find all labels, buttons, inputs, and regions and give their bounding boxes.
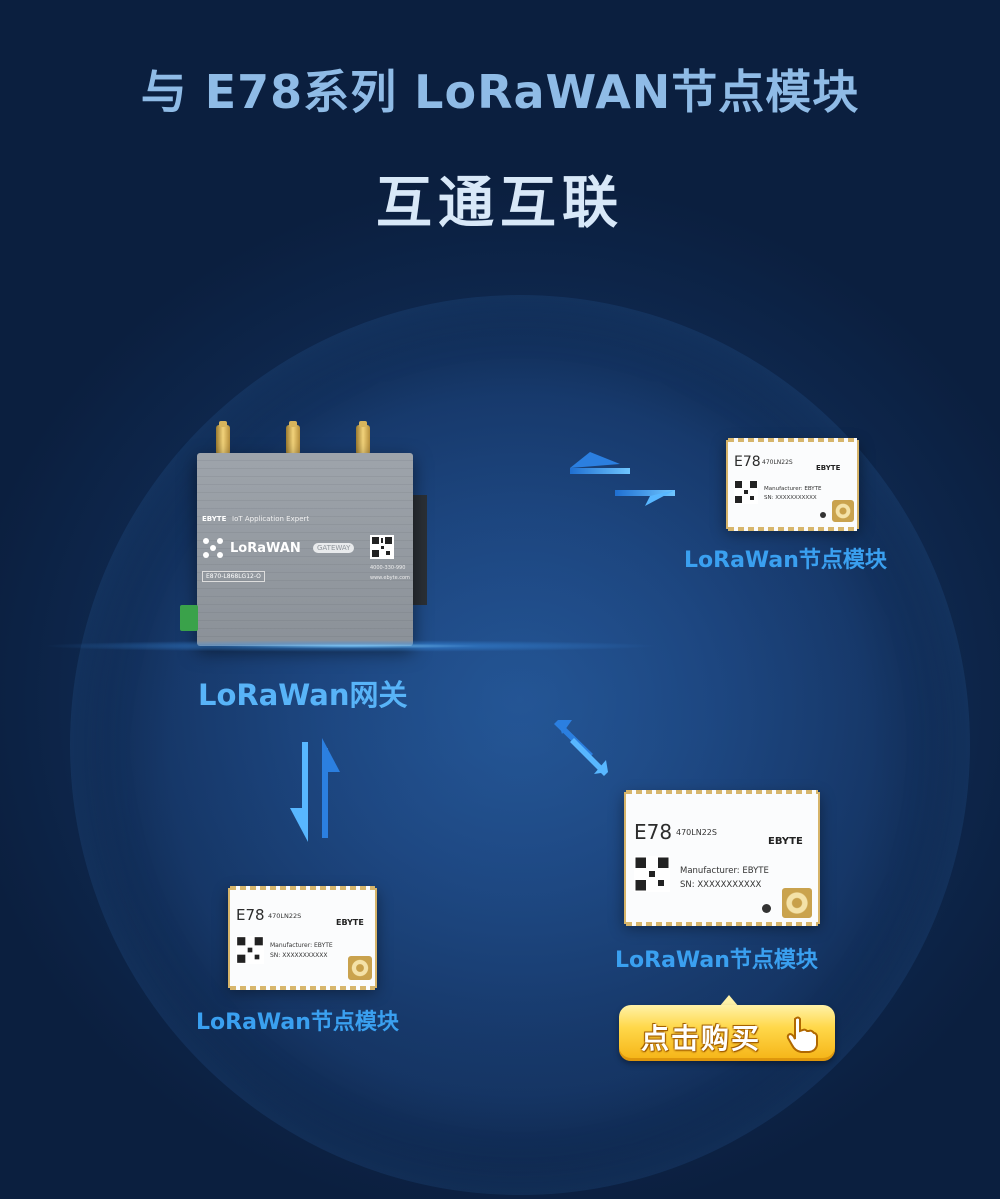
lorawan-gateway-device: EBYTE IoT Application Expert LoRaWAN GAT… [180,421,440,647]
arrow-exchange-icon [290,738,340,842]
antenna-connector-icon [832,500,854,522]
qr-code-icon [734,480,758,504]
antenna-connector-icon [782,888,812,918]
qr-code-icon [370,535,394,559]
button-tip [719,995,739,1007]
buy-button-label: 点击购买 [641,1022,762,1055]
module-manufacturer: Manufacturer: EBYTE [270,942,333,949]
module-brand: EBYTE [768,836,803,847]
module-brand: EBYTE [336,918,364,927]
qr-code-icon [634,856,670,892]
gateway-glow [40,640,660,652]
module-model: 470LN22S [762,459,793,466]
terminal-block [180,605,198,631]
module-model: 470LN22S [676,828,717,837]
gateway-product-name: LoRaWAN [230,541,301,556]
module-manufacturer: Manufacturer: EBYTE [764,486,822,492]
lorawan-node-module: E78 470LN22S EBYTE Manufacturer: EBYTE S… [726,438,859,531]
lorawan-node-module: E78 470LN22S EBYTE Manufacturer: EBYTE S… [228,886,377,990]
gateway-tagline: IoT Application Expert [232,515,310,523]
sub-headline: 互通互联 [376,171,624,236]
module-model: 470LN22S [268,912,302,920]
gateway-brand: EBYTE [202,515,227,523]
module-series: E78 [236,906,265,924]
buy-button[interactable]: 点击购买 [619,993,835,1063]
module-brand: EBYTE [816,464,841,472]
lorawan-logo-icon [203,538,223,558]
module-label: LoRaWan节点模块 [684,548,887,573]
gateway-badge: GATEWAY [313,543,355,553]
module-sn: SN: XXXXXXXXXXX [680,880,762,890]
module-dot [820,512,826,518]
module-dot [762,904,771,913]
arrow-exchange-icon [570,452,675,506]
module-series: E78 [734,454,761,470]
lorawan-node-module: E78 470LN22S EBYTE Manufacturer: EBYTE S… [624,790,820,926]
antenna-icon [216,421,230,455]
module-sn: SN: XXXXXXXXXXX [764,495,817,501]
antenna-icon [356,421,370,455]
hand-pointer-icon [786,1016,818,1053]
module-sn: SN: XXXXXXXXXXX [270,952,328,959]
gateway-model: E870-L868LG12-O [202,571,265,582]
module-manufacturer: Manufacturer: EBYTE [680,866,769,876]
antenna-icon [286,421,300,455]
gateway-phone: 4000-330-990 [370,565,406,571]
module-label: LoRaWan节点模块 [615,948,818,973]
antenna-connector-icon [348,956,372,980]
module-series: E78 [634,820,673,844]
din-rail-clip [413,495,427,605]
qr-code-icon [236,936,264,964]
gateway-website: www.ebyte.com [370,575,410,581]
arrow-exchange-icon [554,720,608,776]
gateway-label: LoRaWan网关 [198,678,408,712]
module-label: LoRaWan节点模块 [196,1010,399,1035]
headline: 与 E78系列 LoRaWAN节点模块 [140,65,860,119]
